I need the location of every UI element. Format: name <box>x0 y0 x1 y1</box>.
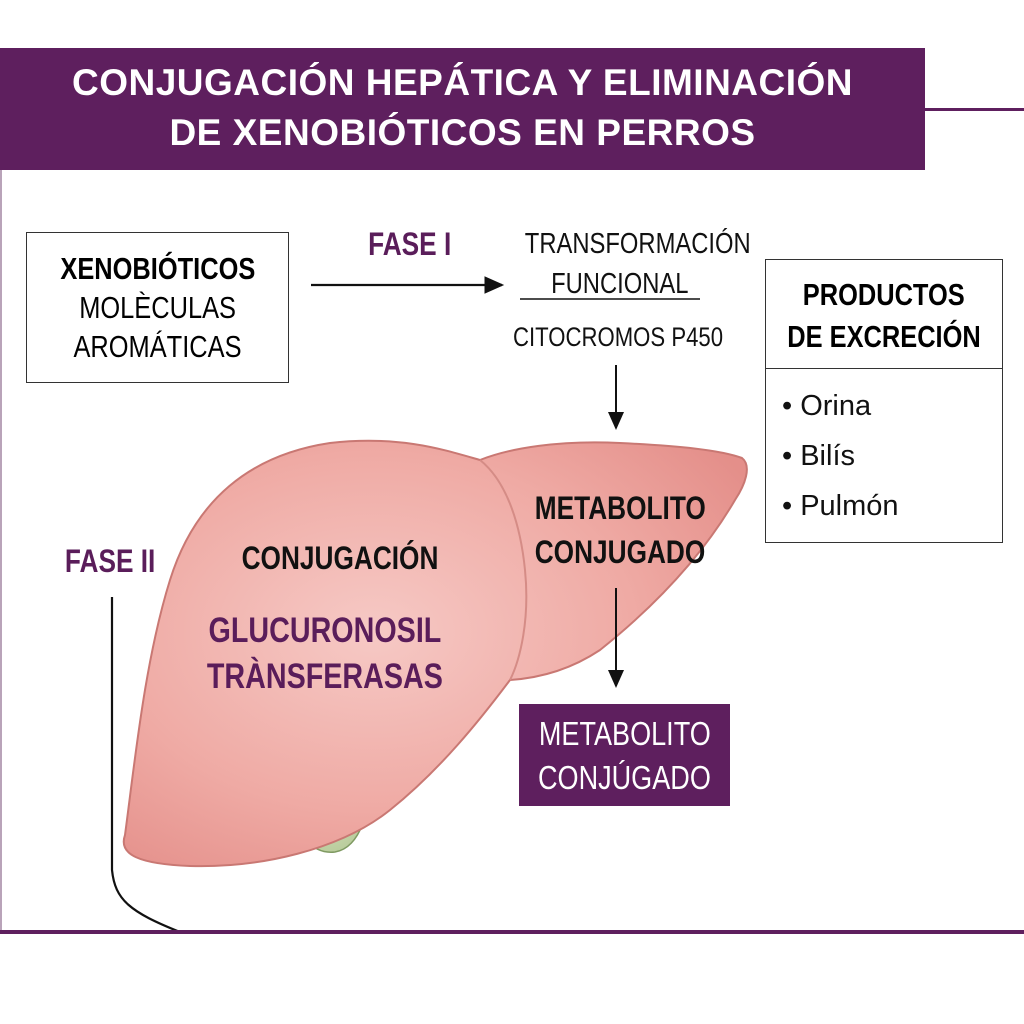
conjugacion-label: CONJUGACIÓN <box>241 540 439 576</box>
lobe-divider <box>479 459 528 681</box>
list-item: • Pulmón <box>782 490 899 522</box>
cytochrome-label: CITOCROMOS P450 <box>513 322 724 352</box>
liver-metabolito-1: METABOLITO <box>534 490 706 526</box>
fase1-label: FASE I <box>368 226 452 262</box>
productos-excrecion-box: PRODUCTOS DE EXCRECIÓN • Orina • Bilís •… <box>765 259 1003 543</box>
output-line-1: METABOLITO <box>538 715 711 752</box>
liver-metabolito-2: CONJUGADO <box>534 534 706 570</box>
liver <box>122 439 748 868</box>
fase1-line-2: FUNCIONAL <box>551 268 689 300</box>
fase1-line-1: TRANSFORMACIÓN <box>524 228 751 260</box>
xenobioticos-box: XENOBIÓTICOS MOLÈCULAS AROMÁTICAS <box>26 232 289 383</box>
list-item: • Bilís <box>782 440 855 472</box>
list-item: • Orina <box>782 390 872 422</box>
output-line-2: CONJÚGADO <box>538 759 711 796</box>
fase2-label: FASE II <box>64 543 156 579</box>
left-border <box>0 170 2 932</box>
xeno-heading: XENOBIÓTICOS <box>60 251 255 286</box>
productos-heading-2: DE EXCRECIÓN <box>787 319 981 354</box>
xeno-line-1: MOLÈCULAS <box>79 290 236 325</box>
productos-heading-1: PRODUCTOS <box>803 277 965 312</box>
title-line-1: CONJUGACIÓN HEPÁTICA Y ELIMINACIÓN <box>71 62 854 103</box>
title-banner: CONJUGACIÓN HEPÁTICA Y ELIMINACIÓN DE XE… <box>0 48 925 170</box>
xeno-line-2: AROMÁTICAS <box>73 329 242 364</box>
enzyme-line-1: GLUCURONOSIL <box>208 611 442 650</box>
metabolito-conjugado-box: METABOLITO CONJÚGADO <box>519 704 730 806</box>
title-line-2: DE XENOBIÓTICOS EN PERROS <box>169 112 756 153</box>
enzyme-line-2: TRÀNSFERASAS <box>206 657 443 696</box>
fase2-connector <box>110 597 181 934</box>
bottom-rule <box>0 930 1024 934</box>
title-rule <box>925 108 1024 111</box>
